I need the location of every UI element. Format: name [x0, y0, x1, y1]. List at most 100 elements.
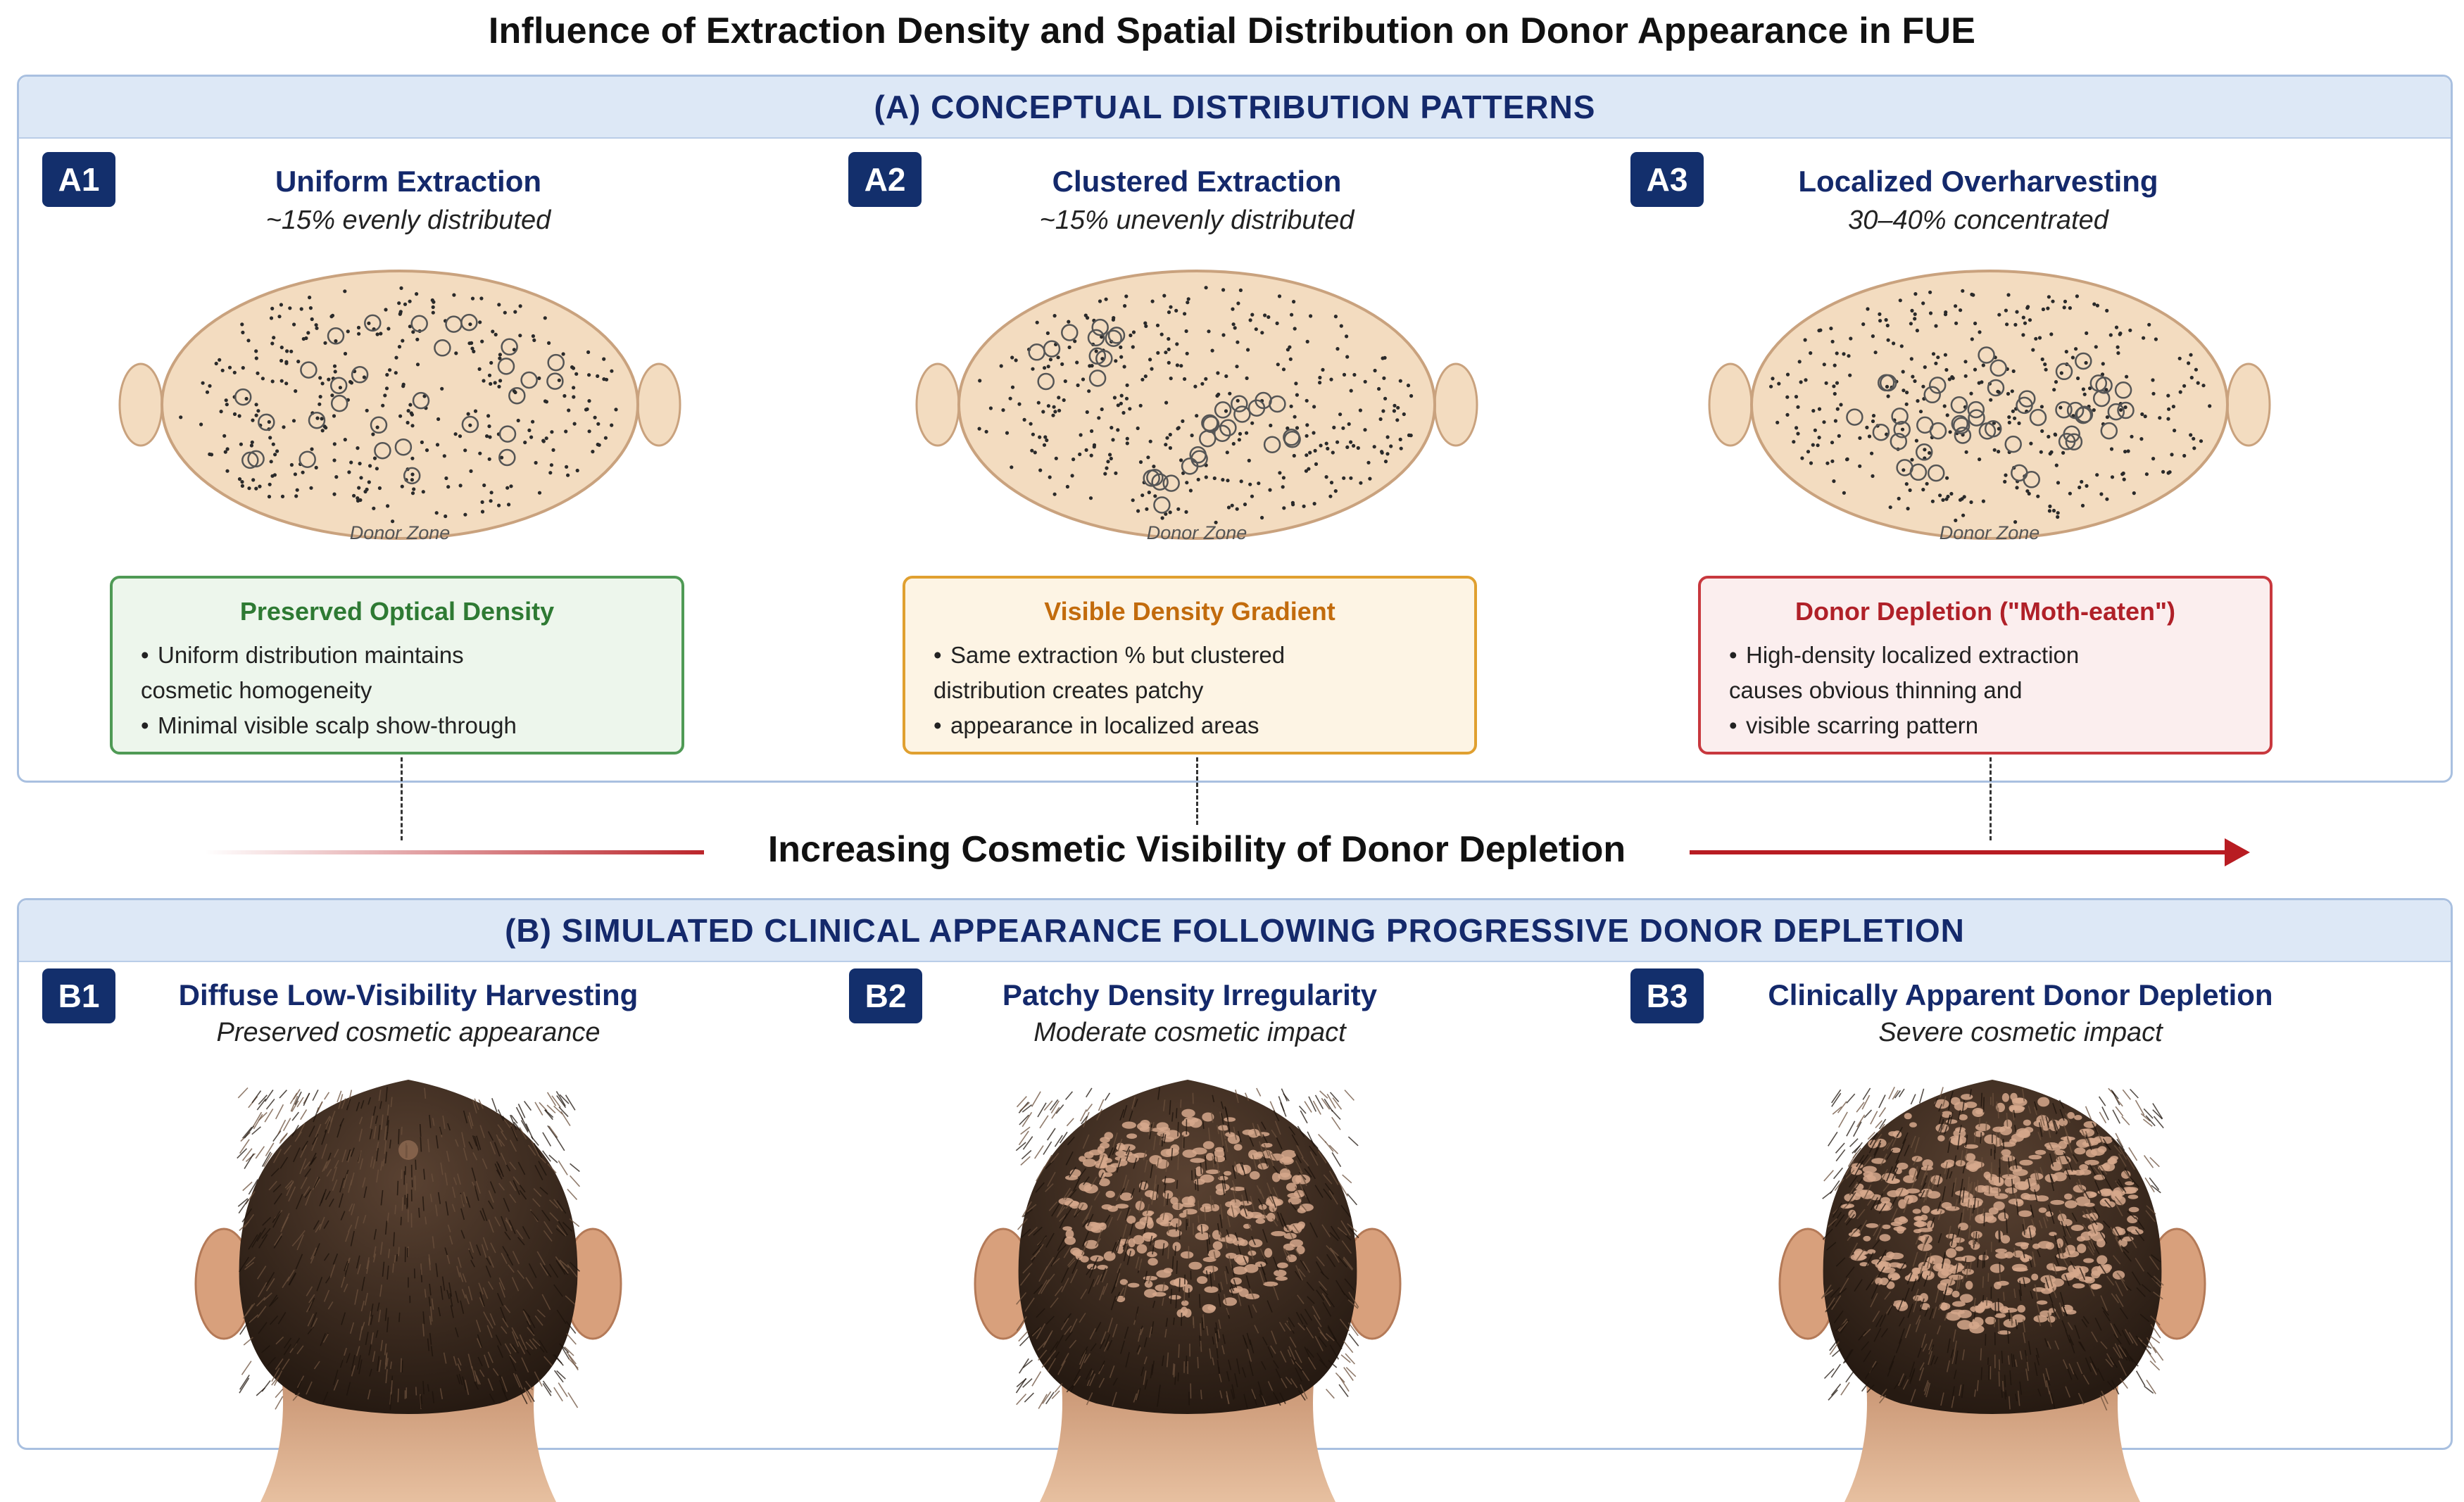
hair-strand: [1899, 1089, 1905, 1097]
hair-strand: [2146, 1349, 2156, 1363]
follicle-dot: [1902, 370, 1905, 374]
a2-bullet-1-cont: distribution creates patchy: [934, 673, 1474, 708]
follicle-dot: [1043, 366, 1046, 370]
scalp-patch: [2018, 1130, 2031, 1138]
follicle-dot: [1919, 410, 1923, 413]
follicle-dot: [1051, 414, 1055, 417]
follicle-dot: [1982, 500, 1985, 503]
follicle-dot: [2034, 337, 2037, 341]
scalp-patch: [1202, 1304, 1216, 1313]
follicle-dot: [1334, 315, 1338, 318]
follicle-dot: [321, 381, 325, 385]
hair-strand: [1176, 1223, 1177, 1231]
hair-strand: [1831, 1364, 1840, 1377]
follicle-dot: [1386, 435, 1390, 438]
scalp-patch: [1952, 1301, 1966, 1307]
scalp-patch: [2083, 1258, 2094, 1263]
a2-subtitle: ~15% unevenly distributed: [915, 206, 1478, 236]
follicle-dot: [572, 395, 575, 398]
follicle-dot: [503, 311, 507, 315]
hair-strand: [1178, 1216, 1179, 1230]
follicle-dot: [1965, 450, 1968, 454]
follicle-dot: [273, 473, 277, 477]
follicle-dot: [1266, 315, 1270, 319]
follicle-dot: [318, 376, 322, 379]
follicle-dot: [245, 397, 249, 400]
follicle-dot: [538, 491, 541, 495]
follicle-dot: [2124, 405, 2127, 409]
follicle-dot: [306, 331, 310, 334]
hair-strand: [243, 1182, 252, 1190]
follicle-dot: [1136, 427, 1140, 430]
follicle-dot: [459, 484, 463, 487]
follicle-dot: [2092, 303, 2096, 306]
follicle-dot: [410, 472, 414, 476]
scalp-patch: [1954, 1102, 1968, 1111]
follicle-dot: [2166, 417, 2170, 421]
follicle-dot: [1319, 443, 1323, 447]
follicle-dot: [310, 317, 314, 321]
follicle-dot: [1318, 376, 1321, 379]
follicle-dot: [1049, 358, 1052, 361]
follicle-dot: [270, 307, 274, 310]
follicle-dot: [1086, 410, 1089, 414]
scalp-patch: [1244, 1264, 1258, 1273]
scalp-patch: [1181, 1251, 1193, 1258]
follicle-dot: [1281, 485, 1285, 488]
follicle-dot: [1373, 445, 1376, 448]
follicle-dot: [1068, 346, 1071, 349]
scalp-diagram-clustered: [915, 253, 1478, 556]
follicle-dot: [1963, 360, 1967, 363]
hair-strand: [1193, 1223, 1194, 1235]
scalp-patch: [1172, 1203, 1183, 1210]
follicle-dot: [2012, 370, 2016, 373]
follicle-dot: [1910, 458, 1913, 462]
follicle-dot: [254, 349, 258, 353]
scalp-patch: [1994, 1193, 2008, 1199]
hair-strand: [1081, 1109, 1087, 1121]
follicle-dot: [343, 289, 346, 293]
scalp-patch: [1228, 1135, 1240, 1144]
follicle-dot: [1871, 419, 1875, 423]
follicle-dot: [268, 483, 272, 486]
follicle-dot: [408, 300, 412, 303]
follicle-dot: [381, 404, 384, 408]
follicle-dot: [1017, 403, 1021, 406]
follicle-dot: [2151, 378, 2154, 381]
follicle-dot: [1400, 447, 1403, 450]
scalp-patch: [1893, 1226, 1906, 1231]
hair-strand: [1195, 1169, 1196, 1178]
scalp-patch: [1085, 1222, 1100, 1232]
follicle-dot: [1057, 355, 1060, 359]
follicle-dot: [1000, 364, 1003, 367]
follicle-dot: [1343, 373, 1346, 377]
scalp-patch: [1277, 1263, 1288, 1268]
follicle-dot: [1954, 322, 1958, 325]
hair-strand: [1345, 1090, 1354, 1101]
follicle-dot: [1911, 375, 1914, 379]
follicle-dot: [1909, 488, 1912, 492]
follicle-dot: [1232, 442, 1236, 446]
hair-strand: [1985, 1334, 1986, 1346]
follicle-dot: [1294, 381, 1297, 385]
follicle-dot: [1250, 422, 1254, 425]
follicle-dot: [1318, 381, 1321, 384]
follicle-dot: [1834, 419, 1837, 422]
scalp-oval: [959, 271, 1435, 538]
follicle-dot: [566, 474, 570, 477]
follicle-dot: [565, 465, 568, 469]
a2-callout: Visible Density Gradient •Same extractio…: [903, 576, 1477, 755]
follicle-dot: [2130, 435, 2133, 438]
follicle-dot: [2182, 454, 2186, 457]
hair-strand: [2130, 1090, 2139, 1099]
badge-a1: A1: [42, 152, 115, 207]
hair-strand: [238, 1088, 248, 1098]
b2-title: Patchy Density Irregularity: [901, 978, 1478, 1012]
follicle-dot: [385, 373, 389, 377]
hair-strand: [1920, 1089, 1924, 1104]
follicle-dot: [432, 305, 435, 309]
scalp-patch: [2037, 1301, 2047, 1305]
hair-strand: [1828, 1132, 1837, 1146]
follicle-dot: [1100, 408, 1104, 411]
follicle-dot: [480, 340, 484, 343]
